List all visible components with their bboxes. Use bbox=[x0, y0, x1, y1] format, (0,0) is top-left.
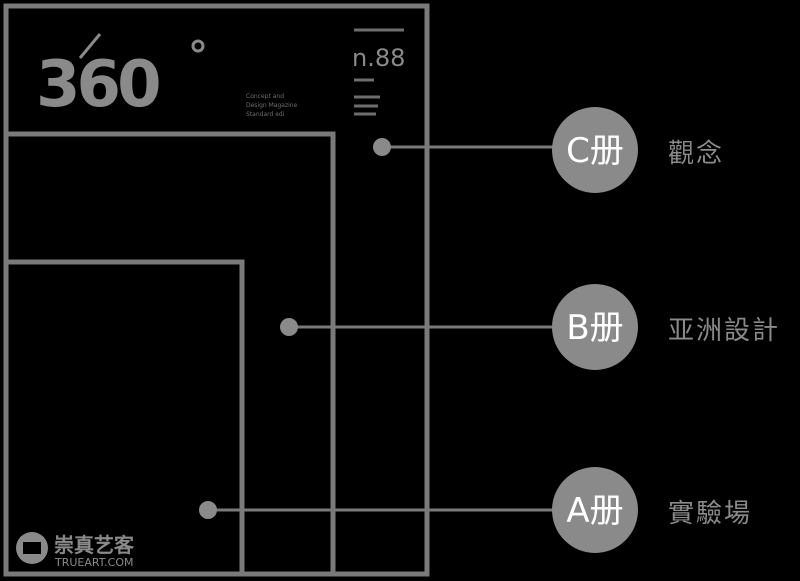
volume-b-badge-text: B册 bbox=[566, 308, 623, 348]
volume-c-outline bbox=[3, 131, 336, 577]
cover-issue-block: n.88 bbox=[352, 28, 405, 116]
volume-a-label: 實驗場 bbox=[668, 499, 752, 529]
volume-b-callout: B册 亚洲設計 bbox=[552, 284, 780, 370]
watermark: 崇真艺客 TRUEART.COM bbox=[16, 532, 135, 569]
watermark-name-en: TRUEART.COM bbox=[54, 556, 133, 569]
volume-c-callout: C册 觀念 bbox=[552, 107, 724, 193]
subtitle-line-3: Standard edi bbox=[246, 111, 285, 118]
volume-b-label: 亚洲設計 bbox=[668, 316, 780, 346]
issue-number: n.88 bbox=[352, 44, 405, 72]
watermark-name-cn: 崇真艺客 bbox=[54, 533, 135, 557]
watermark-logo-inner bbox=[23, 542, 41, 554]
volume-c-badge-text: C册 bbox=[566, 131, 624, 171]
volume-c-label: 觀念 bbox=[668, 139, 724, 169]
logo-degree-icon bbox=[191, 39, 205, 53]
volume-c-badge bbox=[552, 107, 638, 193]
cover-subtitle: Concept and Design Magazine Standard edi bbox=[246, 93, 298, 118]
logo-slash bbox=[78, 33, 102, 59]
volume-a-badge-text: A册 bbox=[566, 491, 623, 531]
volume-a-callout: A册 實驗場 bbox=[552, 467, 752, 553]
volume-a-badge bbox=[552, 467, 638, 553]
volume-b-anchor-dot bbox=[280, 318, 298, 336]
volume-b-outline bbox=[3, 259, 245, 577]
subtitle-line-1: Concept and bbox=[246, 93, 284, 100]
logo-360-text: 360 bbox=[36, 48, 159, 122]
volume-b-badge bbox=[552, 284, 638, 370]
subtitle-line-2: Design Magazine bbox=[246, 102, 298, 109]
volume-a-anchor-dot bbox=[199, 501, 217, 519]
volume-c-anchor-dot bbox=[373, 138, 391, 156]
cover-logo: 360 bbox=[36, 33, 205, 122]
